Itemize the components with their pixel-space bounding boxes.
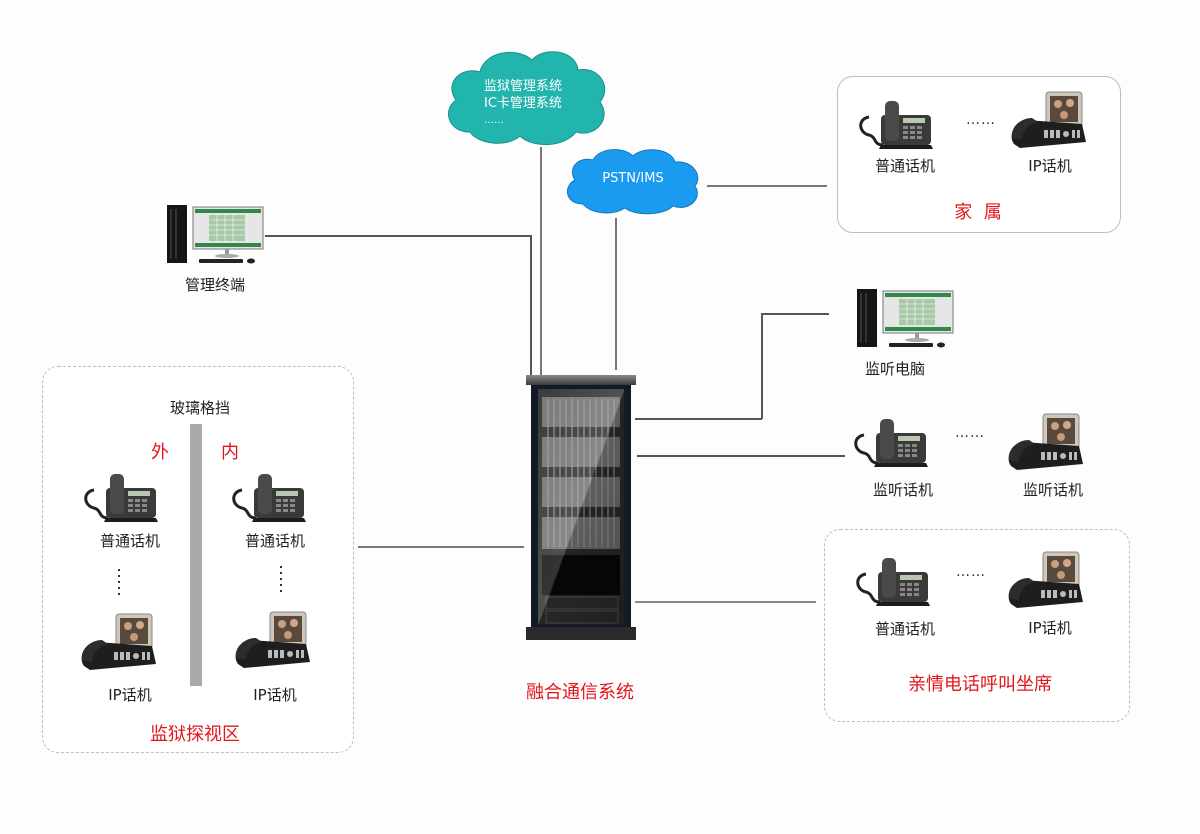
link-pstn-cloud xyxy=(615,218,617,370)
seat-ordinary-phone[interactable] xyxy=(852,552,932,612)
desktop-computer-icon xyxy=(855,287,955,351)
converged-communication-rack[interactable] xyxy=(526,375,636,640)
cloud-shape-icon xyxy=(567,149,699,215)
visit-area-title: 监狱探视区 xyxy=(150,724,240,745)
link-admin-vertical xyxy=(530,235,532,375)
visit-inside-ordinary-label: 普通话机 xyxy=(244,532,305,550)
link-monitor-pc-vertical xyxy=(761,313,763,419)
monitor-ip-phone[interactable] xyxy=(1005,410,1085,474)
admin-terminal[interactable] xyxy=(165,203,265,267)
call-seat-title: 亲情电话呼叫坐席 xyxy=(908,674,1052,695)
visit-inside-ordinary-phone[interactable] xyxy=(228,468,308,528)
visit-outside-ordinary-phone[interactable] xyxy=(80,468,160,528)
cloud-line-prison-mgmt: 监狱管理系统 xyxy=(484,79,563,94)
visit-inside-vertical-ellipsis xyxy=(280,566,282,596)
desk-phone-icon xyxy=(80,468,160,528)
server-rack-icon xyxy=(526,375,636,640)
pstn-ims-cloud: PSTN/IMS xyxy=(563,146,703,216)
seat-ip-phone-label: IP话机 xyxy=(1028,619,1072,637)
pstn-label: PSTN/IMS xyxy=(602,171,664,186)
link-monitor-phones xyxy=(637,455,845,457)
desk-phone-icon xyxy=(228,468,308,528)
link-monitor-pc-top xyxy=(761,313,829,315)
cloud-line-ellipsis: …… xyxy=(484,115,504,126)
admin-terminal-label: 管理终端 xyxy=(184,276,245,294)
cloud-shape-icon xyxy=(447,51,606,146)
monitor-ordinary-phone[interactable] xyxy=(850,413,930,473)
management-system-cloud: 监狱管理系统 IC卡管理系统 …… xyxy=(440,44,612,148)
monitor-phone-right-label: 监听话机 xyxy=(1022,481,1083,499)
seat-ellipsis: …… xyxy=(956,564,986,580)
monitor-phone-left-label: 监听话机 xyxy=(872,481,933,499)
family-ellipsis: …… xyxy=(966,112,996,128)
ip-video-phone-icon xyxy=(1008,88,1088,152)
desktop-computer-icon xyxy=(165,203,265,267)
monitor-ellipsis: …… xyxy=(955,425,985,441)
desk-phone-icon xyxy=(850,413,930,473)
inside-side-label: 内 xyxy=(221,442,239,463)
monitor-computer[interactable] xyxy=(855,287,955,351)
outside-side-label: 外 xyxy=(151,442,169,463)
ip-video-phone-icon xyxy=(232,608,312,672)
ip-video-phone-icon xyxy=(78,610,158,674)
family-ordinary-phone-label: 普通话机 xyxy=(874,157,935,175)
link-admin-horizontal xyxy=(265,235,531,237)
glass-partition-label: 玻璃格挡 xyxy=(169,399,230,417)
call-seat-box xyxy=(824,529,1130,722)
ip-video-phone-icon xyxy=(1005,410,1085,474)
ip-video-phone-icon xyxy=(1005,548,1085,612)
desk-phone-icon xyxy=(852,552,932,612)
monitor-computer-label: 监听电脑 xyxy=(864,360,925,378)
link-management-cloud xyxy=(540,147,542,375)
link-monitor-pc-horizontal xyxy=(635,418,762,420)
cloud-line-ic-card-mgmt: IC卡管理系统 xyxy=(484,96,562,111)
visit-outside-vertical-ellipsis xyxy=(118,569,120,599)
family-group-title: 家 属 xyxy=(954,202,1002,223)
visit-inside-ip-label: IP话机 xyxy=(253,686,297,704)
seat-ip-phone[interactable] xyxy=(1005,548,1085,612)
visit-outside-ip-phone[interactable] xyxy=(78,610,158,674)
glass-partition xyxy=(190,424,202,686)
core-system-label: 融合通信系统 xyxy=(526,682,634,703)
family-ordinary-phone[interactable] xyxy=(855,95,935,155)
link-pstn-family xyxy=(707,185,827,187)
visit-outside-ordinary-label: 普通话机 xyxy=(99,532,160,550)
seat-ordinary-phone-label: 普通话机 xyxy=(874,620,935,638)
desk-phone-icon xyxy=(855,95,935,155)
visit-inside-ip-phone[interactable] xyxy=(232,608,312,672)
family-ip-phone-label: IP话机 xyxy=(1028,157,1072,175)
link-visit-area xyxy=(358,546,524,548)
visit-outside-ip-label: IP话机 xyxy=(108,686,152,704)
family-ip-phone[interactable] xyxy=(1008,88,1088,152)
link-seat-box xyxy=(635,601,816,603)
